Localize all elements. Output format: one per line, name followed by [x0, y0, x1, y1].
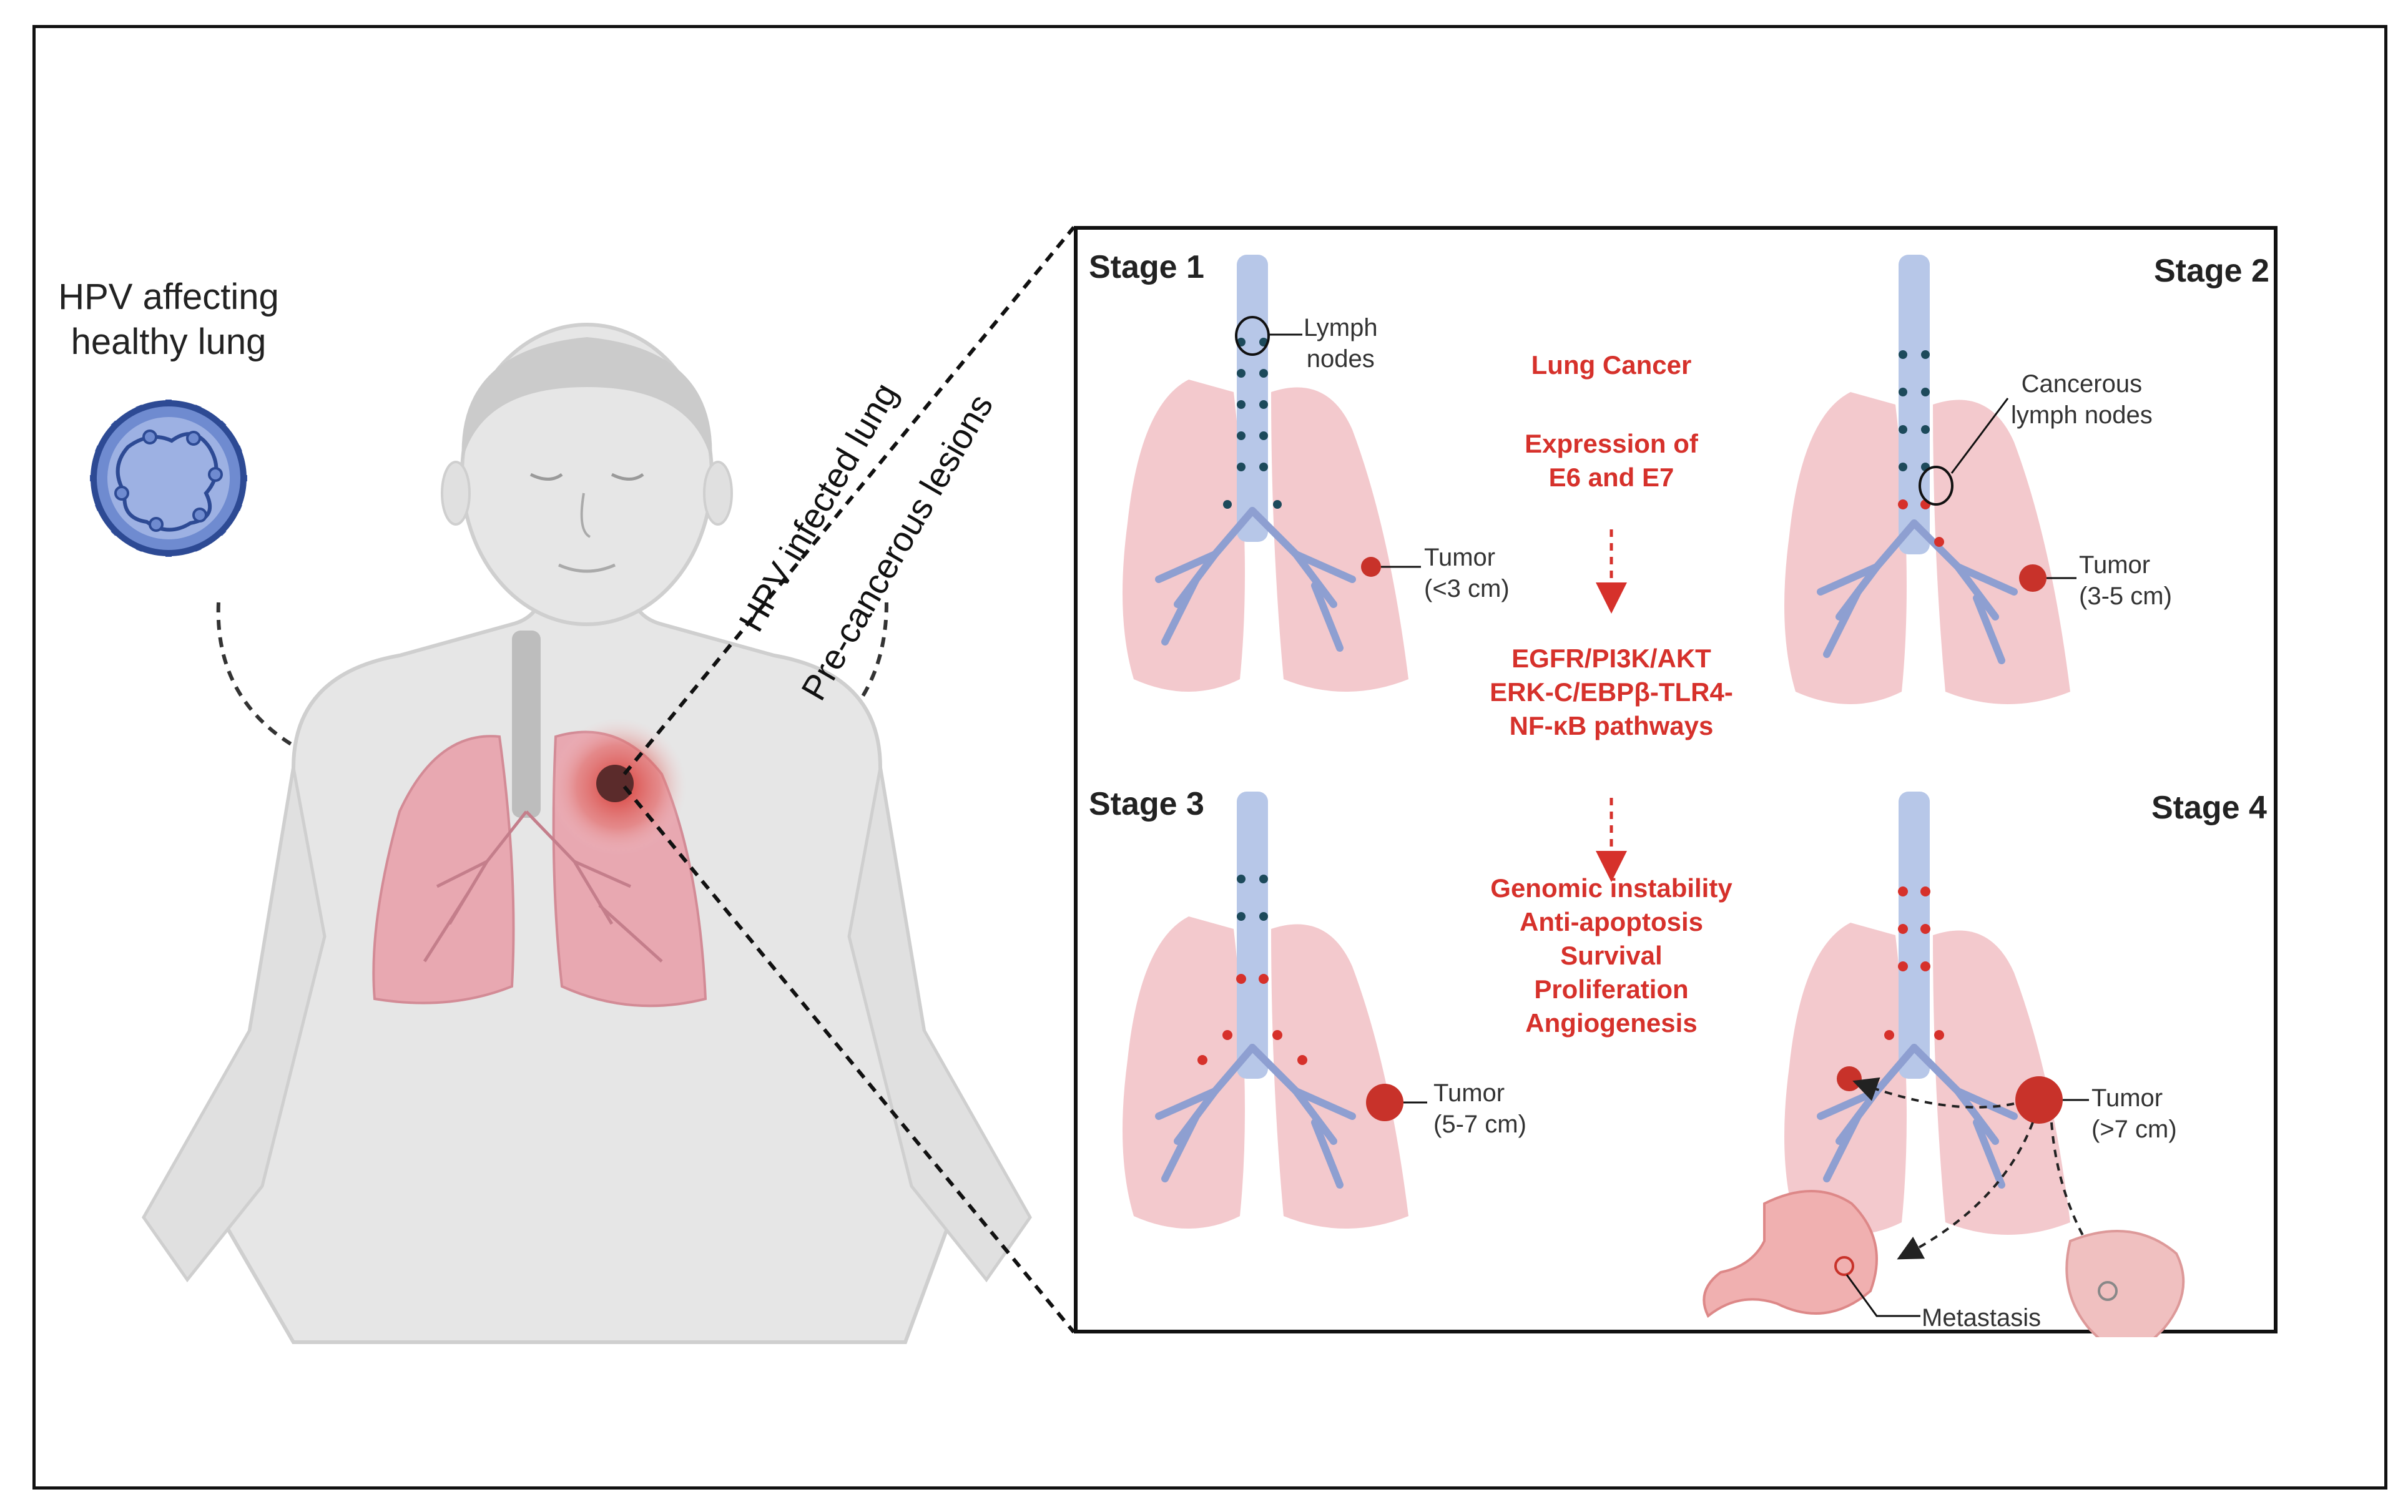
zoom-line-top — [622, 226, 1076, 775]
figure-frame — [32, 25, 2387, 1490]
center-lung-cancer: Lung Cancer — [1531, 350, 1692, 380]
center-expression: Expression of E6 and E7 — [1440, 427, 1783, 494]
center-pathway-l2: ERK-C/EBPβ-TLR4- — [1490, 677, 1733, 707]
stage3-tumor-text: Tumor — [1433, 1079, 1505, 1107]
stage4-tumor-text: Tumor — [2091, 1084, 2163, 1112]
stomach-icon — [1703, 1190, 1878, 1318]
stage2-node-label: Cancerous lymph nodes — [2011, 368, 2153, 431]
center-expression-l1: Expression of — [1525, 429, 1698, 458]
center-pathway-l3: NF-κB pathways — [1509, 711, 1714, 740]
arrow-virus-to-lung — [216, 602, 425, 800]
stage2-title: Stage 2 — [2154, 253, 2269, 289]
center-pathways: EGFR/PI3K/AKT ERK-C/EBPβ-TLR4- NF-κB pat… — [1427, 642, 1796, 743]
hpv-virus-icon — [90, 400, 247, 557]
body-lungs — [372, 631, 707, 1008]
stage1-node-label: Lymph nodes — [1304, 312, 1378, 375]
stage1-tumor-label: Tumor (<3 cm) — [1424, 542, 1510, 604]
stage1-tumor-text: Tumor — [1424, 544, 1496, 571]
outcome-item: Genomic instability — [1490, 873, 1732, 903]
stage3-lungs — [1123, 792, 1427, 1229]
bladder-icon — [2065, 1230, 2185, 1337]
metastasis-label: Metastasis — [1922, 1304, 2042, 1332]
stage3-tumor-size: (5-7 cm) — [1433, 1111, 1526, 1138]
zoom-line-bottom — [622, 785, 1076, 1333]
stages-panel: Stage 1 Stage 2 Stage 3 Stage 4 Lymph no… — [1074, 226, 2278, 1337]
stage4-lungs — [1703, 792, 2185, 1337]
arrow-to-lesion — [681, 602, 888, 803]
stage3-title: Stage 3 — [1089, 786, 1204, 822]
outcome-item: Proliferation — [1534, 974, 1689, 1004]
stage2-tumor-label: Tumor (3-5 cm) — [2079, 549, 2172, 612]
stage2-tumor-text: Tumor — [2079, 551, 2151, 579]
center-pathway-l1: EGFR/PI3K/AKT — [1511, 644, 1711, 673]
center-outcomes: Genomic instability Anti-apoptosis Survi… — [1427, 871, 1796, 1040]
stage3-tumor-label: Tumor (5-7 cm) — [1433, 1078, 1526, 1140]
stage1-lungs — [1123, 255, 1421, 692]
hpv-title-line1: HPV affecting — [58, 277, 279, 317]
hpv-title: HPV affecting healthy lung — [37, 275, 300, 365]
outcome-item: Angiogenesis — [1525, 1008, 1698, 1038]
stage2-tumor-size: (3-5 cm) — [2079, 582, 2172, 610]
stage4-tumor-size: (>7 cm) — [2091, 1116, 2177, 1143]
stage2-node-label-l2: lymph nodes — [2011, 401, 2153, 429]
stage1-node-label-l2: nodes — [1306, 345, 1375, 373]
stage4-title: Stage 4 — [2151, 790, 2267, 826]
stage1-tumor-size: (<3 cm) — [1424, 575, 1510, 602]
stage2-node-label-l1: Cancerous — [2021, 370, 2143, 398]
outcome-item: Anti-apoptosis — [1520, 907, 1703, 936]
stage2-lungs — [1784, 255, 2076, 704]
hpv-title-line2: healthy lung — [71, 322, 267, 362]
stage1-title: Stage 1 — [1089, 249, 1204, 285]
stages-illustration — [1123, 255, 2185, 1337]
stage4-tumor-label: Tumor (>7 cm) — [2091, 1082, 2177, 1145]
center-expression-l2: E6 and E7 — [1548, 463, 1674, 492]
outcome-item: Survival — [1560, 941, 1663, 970]
stage1-node-label-l1: Lymph — [1304, 314, 1378, 341]
